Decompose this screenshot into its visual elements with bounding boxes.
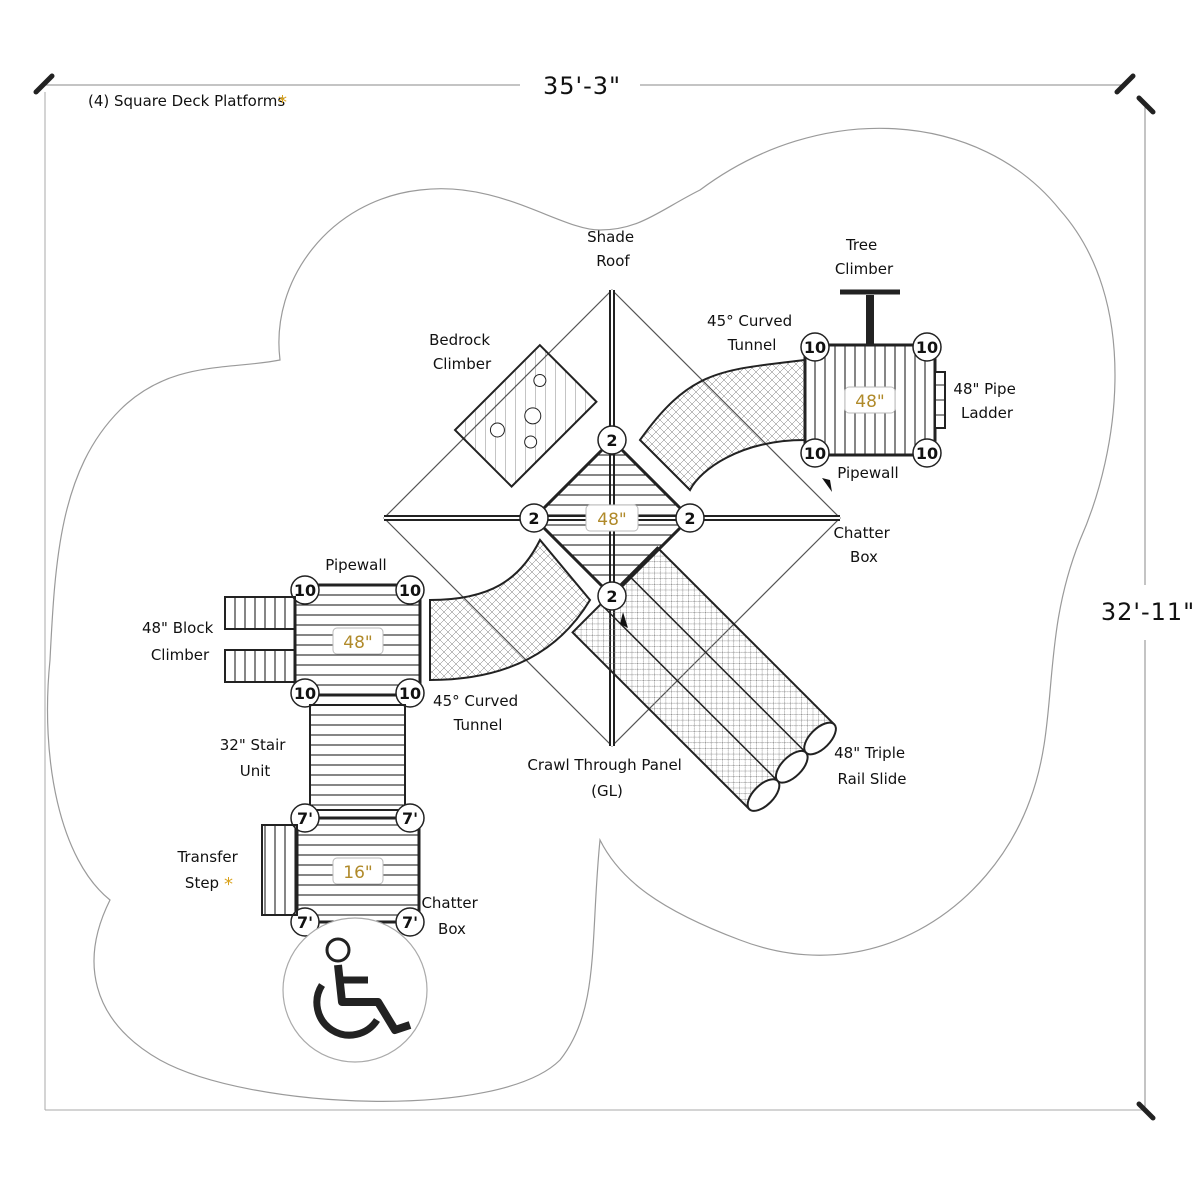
block-climber <box>224 596 296 683</box>
pipewall-left-label: Pipewall <box>325 556 386 574</box>
label-line: 48" Pipe <box>953 380 1015 398</box>
label-line: 48" Block <box>142 619 214 637</box>
left-deck-size: 48" <box>343 633 372 653</box>
post-number: 10 <box>804 338 826 357</box>
label-line: Chatter <box>421 894 478 912</box>
curved-tunnel-bottom <box>429 538 592 682</box>
wheelchair-icon <box>282 917 428 1063</box>
shade-roof-label: Shade Roof <box>587 228 639 270</box>
bottom-deck-size: 16" <box>343 863 372 883</box>
pipe-ladder <box>934 371 946 429</box>
label-line: Tunnel <box>727 336 777 354</box>
post-number: 7' <box>297 809 313 828</box>
block-climber-label: 48" Block Climber <box>142 619 218 664</box>
label-line: Climber <box>835 260 894 278</box>
height-dimension-label: 32'-11" <box>1101 598 1195 626</box>
label-line: Climber <box>433 355 492 373</box>
label-line: Tunnel <box>453 716 503 734</box>
label-line: Climber <box>151 646 210 664</box>
post-number: 7' <box>297 913 313 932</box>
label-line: Roof <box>596 252 630 270</box>
pipe-ladder-label: 48" Pipe Ladder <box>953 380 1020 422</box>
legend: (4) Square Deck Platforms * <box>88 92 287 113</box>
pipewall-right-label: Pipewall <box>837 464 898 482</box>
chatter-box-arrow <box>822 478 832 492</box>
label-line: Shade <box>587 228 634 246</box>
post-number: 10 <box>294 684 316 703</box>
post-number: 2 <box>606 431 617 450</box>
post-number: 10 <box>294 581 316 600</box>
label-line: Pipewall <box>837 464 898 482</box>
stair-unit-label: 32" Stair Unit <box>220 736 290 780</box>
center-deck-size: 48" <box>597 510 626 530</box>
bottom-deck: 16" 7' 7' 7' 7' <box>290 803 425 937</box>
label-line: Box <box>850 548 878 566</box>
post-number: 2 <box>606 587 617 606</box>
label-line: Crawl Through Panel <box>527 756 682 774</box>
legend-star-icon: * <box>278 92 287 113</box>
post-number: 7' <box>402 913 418 932</box>
label-line: Bedrock <box>429 331 490 349</box>
post-number: 10 <box>916 444 938 463</box>
label-line: Step <box>185 874 219 892</box>
tree-climber <box>840 289 900 345</box>
transfer-step <box>261 824 298 916</box>
transfer-step-label: Transfer Step <box>176 848 242 892</box>
label-line: Transfer <box>176 848 238 866</box>
tree-climber-label: Tree Climber <box>835 236 894 278</box>
stair-unit <box>309 704 406 811</box>
left-deck: 48" 10 10 10 10 <box>290 575 425 708</box>
center-deck: 48" <box>531 437 693 599</box>
label-line: Box <box>438 920 466 938</box>
crawl-panel-label: Crawl Through Panel (GL) <box>527 756 686 800</box>
dimension-height: 32'-11" <box>44 92 1195 1121</box>
right-deck: 48" 10 10 10 10 <box>800 332 942 468</box>
label-line: Chatter <box>833 524 890 542</box>
transfer-step-star-icon: * <box>224 874 233 895</box>
post-number: 10 <box>399 684 421 703</box>
curved-tunnel-top <box>638 358 806 492</box>
label-line: Ladder <box>961 404 1014 422</box>
chatter-box-right-label: Chatter Box <box>833 524 894 566</box>
label-line: 45° Curved <box>707 312 792 330</box>
label-line: Pipewall <box>325 556 386 574</box>
label-line: (GL) <box>591 782 623 800</box>
triple-slide-label: 48" Triple Rail Slide <box>834 744 910 788</box>
center-posts: 2 2 2 2 <box>519 425 705 611</box>
label-line: Rail Slide <box>838 770 907 788</box>
dimension-width: 35'-3" <box>33 72 1136 100</box>
right-deck-size: 48" <box>855 392 884 412</box>
label-line: 32" Stair <box>220 736 287 754</box>
curved-tunnel-top-label: 45° Curved Tunnel <box>707 312 797 354</box>
label-line: Unit <box>240 762 271 780</box>
width-dimension-label: 35'-3" <box>543 72 621 100</box>
legend-text: (4) Square Deck Platforms <box>88 92 285 110</box>
chatter-box-bottom-label: Chatter Box <box>421 894 482 938</box>
label-line: Tree <box>845 236 877 254</box>
post-number: 10 <box>916 338 938 357</box>
post-number: 7' <box>402 809 418 828</box>
label-line: 48" Triple <box>834 744 905 762</box>
post-number: 10 <box>804 444 826 463</box>
crawl-panel-arrow <box>620 612 628 628</box>
labels: Shade Roof Tree Climber 45° Curved Tunne… <box>142 228 1020 938</box>
label-line: 45° Curved <box>433 692 518 710</box>
post-number: 2 <box>528 509 539 528</box>
post-number: 10 <box>399 581 421 600</box>
post-number: 2 <box>684 509 695 528</box>
use-zone-boundary <box>46 127 1116 1102</box>
bedrock-climber-label: Bedrock Climber <box>429 331 495 373</box>
bedrock-climber <box>453 343 598 488</box>
curved-tunnel-bottom-label: 45° Curved Tunnel <box>433 692 523 734</box>
